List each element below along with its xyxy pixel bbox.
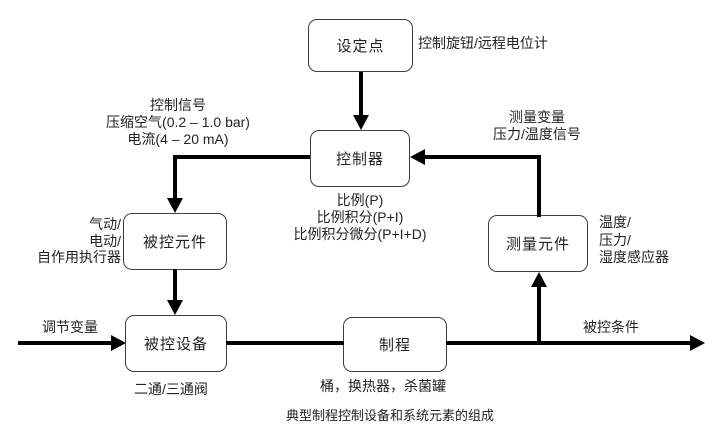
- sensor-type-temperature: 温度/: [599, 214, 631, 230]
- input-flow-line: [18, 341, 112, 345]
- manipulated-variable-label: 调节变量: [42, 319, 98, 335]
- sensor-type-humidity: 湿度感应器: [599, 249, 669, 265]
- arrowhead-left-into-controller: [410, 149, 425, 165]
- process-box: 制程: [343, 317, 447, 372]
- actuator-type-self-acting: 自作用执行器: [37, 249, 121, 265]
- measured-variable-label: 测量变量 压力/温度信号: [447, 109, 627, 143]
- final-control-element-label: 被控元件: [142, 234, 207, 251]
- element-to-device-line: [173, 269, 177, 301]
- setpoint-box: 设定点: [308, 19, 413, 72]
- setpoint-source-label: 控制旋钮/远程电位计: [418, 35, 548, 51]
- measured-variable-line2: 压力/温度信号: [493, 126, 581, 142]
- controller-mode-pid: 比例积分微分(P+I+D): [293, 226, 427, 242]
- controlled-device-box: 被控设备: [125, 315, 227, 372]
- final-control-element-box: 被控元件: [123, 213, 227, 270]
- process-label: 制程: [378, 337, 411, 354]
- sensor-output-horizontal-line: [425, 155, 541, 159]
- controller-output-vertical-line: [173, 155, 177, 199]
- arrowhead-down-into-controlled-device: [167, 300, 183, 315]
- actuator-type-electric: 电动/: [89, 232, 121, 249]
- sensor-type-pressure: 压力/: [599, 231, 631, 248]
- arrowhead-down-into-controller: [353, 115, 369, 130]
- control-signal-line1: 控制信号: [150, 97, 206, 113]
- diagram-caption: 典型制程控制设备和系统元素的组成: [285, 408, 494, 423]
- control-signal-line2: 压缩空气(0.2 – 1.0 bar): [106, 114, 250, 130]
- controller-output-horizontal-line: [173, 155, 310, 159]
- arrowhead-up-into-measuring-element: [531, 272, 547, 287]
- arrowhead-right-into-controlled-device: [111, 335, 126, 351]
- measured-variable-line1: 测量变量: [509, 109, 565, 125]
- controller-box: 控制器: [310, 130, 410, 187]
- arrowhead-down-into-final-control-element: [167, 198, 183, 213]
- controlled-device-label: 被控设备: [143, 336, 208, 353]
- measuring-element-box: 测量元件: [488, 215, 588, 272]
- device-to-process-line: [226, 341, 344, 345]
- controller-mode-pi: 比例积分(P+I): [316, 209, 404, 225]
- measuring-element-label: 测量元件: [505, 236, 570, 253]
- sensor-output-vertical-line: [537, 155, 541, 217]
- actuator-types-label: 气动/ 电动/ 自作用执行器: [10, 216, 121, 266]
- setpoint-label: 设定点: [336, 38, 385, 55]
- process-output-line: [446, 341, 691, 345]
- control-signal-label: 控制信号 压缩空气(0.2 – 1.0 bar) 电流(4 – 20 mA): [88, 97, 268, 148]
- controller-modes-label: 比例(P) 比例积分(P+I) 比例积分微分(P+I+D): [250, 192, 470, 243]
- actuator-type-pneumatic: 气动/: [89, 216, 121, 232]
- controller-label: 控制器: [335, 151, 384, 168]
- branch-to-sensor-line: [537, 286, 541, 345]
- process-examples-label: 桶，换热器，杀菌罐: [320, 378, 446, 394]
- valve-types-label: 二通/三通阀: [134, 381, 208, 397]
- sensor-types-label: 温度/ 压力/ 湿度感应器: [599, 214, 669, 267]
- setpoint-to-controller-line: [359, 72, 363, 116]
- controlled-condition-label: 被控条件: [583, 319, 639, 335]
- control-signal-line3: 电流(4 – 20 mA): [127, 131, 229, 147]
- controller-mode-p: 比例(P): [336, 192, 384, 208]
- arrowhead-right-output: [690, 335, 705, 351]
